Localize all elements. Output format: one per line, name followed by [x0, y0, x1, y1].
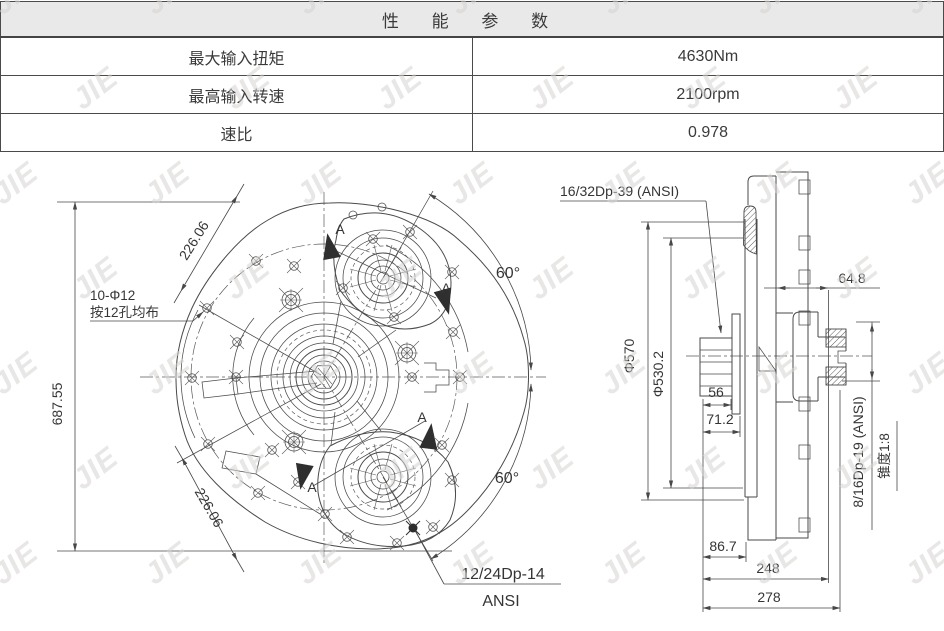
dim-278: 278	[757, 589, 781, 605]
table-row: 速比 0.978	[0, 113, 944, 152]
dim-pilot-dia: Φ530.2	[650, 351, 666, 397]
highlighted-spline-hole	[405, 520, 421, 536]
dim-71-2: 71.2	[706, 411, 733, 427]
dim-radial-bottom: 226.06	[192, 485, 227, 530]
dim-flange-dia: Φ570	[621, 339, 637, 374]
dim-angle-bottom: 60°	[495, 470, 519, 487]
note-pto-line2: ANSI	[482, 593, 519, 610]
row-label-ratio: 速比	[0, 113, 473, 152]
section-marks: A A A A	[295, 221, 451, 495]
side-view: 16/32Dp-39 (ANSI) Φ570 Φ530.2 56	[560, 171, 898, 612]
table-row: 最大输入扭矩 4630Nm	[0, 36, 944, 76]
dim-64-8: 64.8	[838, 270, 865, 286]
housing-bolts	[798, 179, 811, 533]
table-row: 最高输入转速 2100rpm	[0, 75, 944, 114]
bolt-holes	[184, 202, 468, 551]
input-gear-ring	[743, 205, 757, 255]
section-label-a3: A	[417, 409, 427, 425]
section-label-a4: A	[307, 479, 317, 495]
dim-angle-top: 60°	[496, 265, 520, 282]
dim-radial-top: 226.06	[176, 218, 212, 263]
note-output-spline: 8/16Dp-19 (ANSI)	[850, 396, 866, 507]
center-hub	[248, 301, 400, 453]
row-label-speed: 最高输入转速	[0, 75, 473, 114]
front-view: A A A A 687.55 226.06	[49, 183, 561, 610]
performance-table: 性 能 参 数 最大输入扭矩 4630Nm 最高输入转速 2100rpm 速比 …	[0, 1, 944, 152]
note-holes-line1: 10-Φ12	[90, 288, 135, 303]
note-input-spline: 16/32Dp-39 (ANSI)	[560, 183, 679, 199]
table-header: 性 能 参 数	[0, 1, 944, 38]
note-taper: 锥度1:8	[877, 433, 892, 479]
section-label-a1: A	[335, 221, 345, 237]
row-value-ratio: 0.978	[472, 113, 944, 152]
note-pto-line1: 12/24Dp-14	[461, 566, 545, 583]
note-holes-line2: 按12孔均布	[90, 305, 159, 320]
side-dimensions: 16/32Dp-39 (ANSI) Φ570 Φ530.2 56	[560, 183, 898, 612]
dim-248: 248	[756, 560, 780, 576]
dim-56: 56	[708, 384, 724, 400]
section-label-a2: A	[441, 280, 451, 296]
row-value-speed: 2100rpm	[472, 75, 944, 114]
dim-height: 687.55	[49, 382, 65, 425]
dim-86-7: 86.7	[709, 538, 736, 554]
